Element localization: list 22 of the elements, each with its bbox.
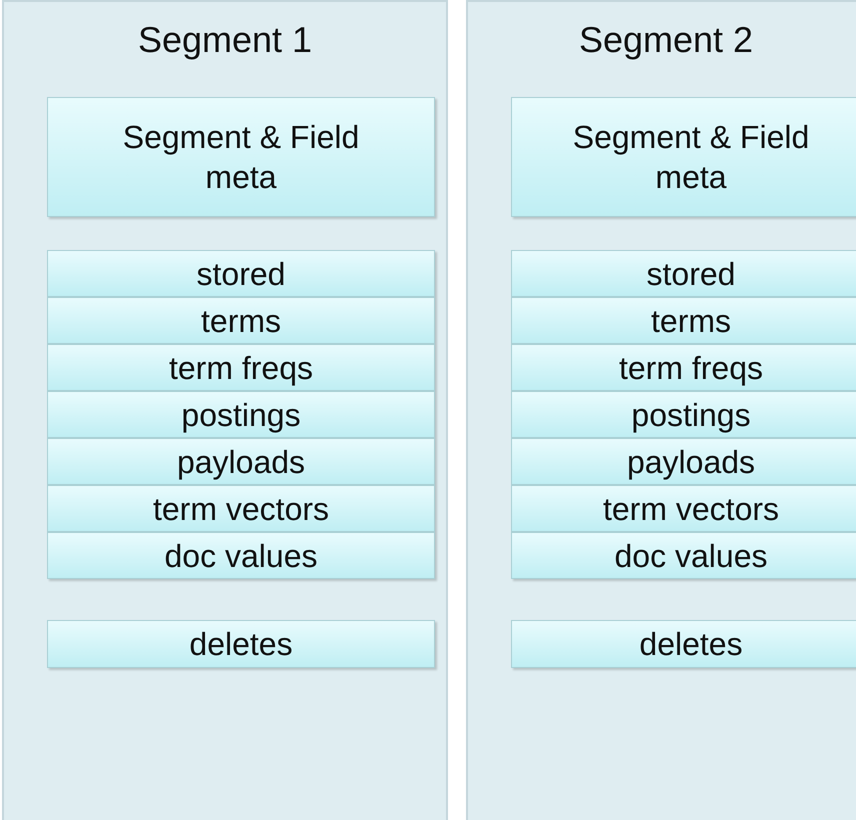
component-box: payloads <box>511 438 856 485</box>
component-box: term vectors <box>511 485 856 532</box>
component-box: Segment & Field meta <box>511 97 856 217</box>
component-box: postings <box>511 391 856 438</box>
component-box: deletes <box>511 620 856 668</box>
segment-panel <box>2 0 448 820</box>
component-box: term freqs <box>47 344 435 391</box>
component-box: term freqs <box>511 344 856 391</box>
segment-title: Segment 2 <box>578 20 754 60</box>
segment-title: Segment 1 <box>136 20 314 60</box>
component-box: doc values <box>47 532 435 579</box>
component-box: terms <box>47 297 435 344</box>
component-box: terms <box>511 297 856 344</box>
component-box: Segment & Field meta <box>47 97 435 217</box>
component-box: stored <box>511 250 856 297</box>
component-box: payloads <box>47 438 435 485</box>
component-box: doc values <box>511 532 856 579</box>
segment-panel <box>466 0 856 820</box>
component-box: postings <box>47 391 435 438</box>
component-box: term vectors <box>47 485 435 532</box>
component-box: stored <box>47 250 435 297</box>
component-box: deletes <box>47 620 435 668</box>
